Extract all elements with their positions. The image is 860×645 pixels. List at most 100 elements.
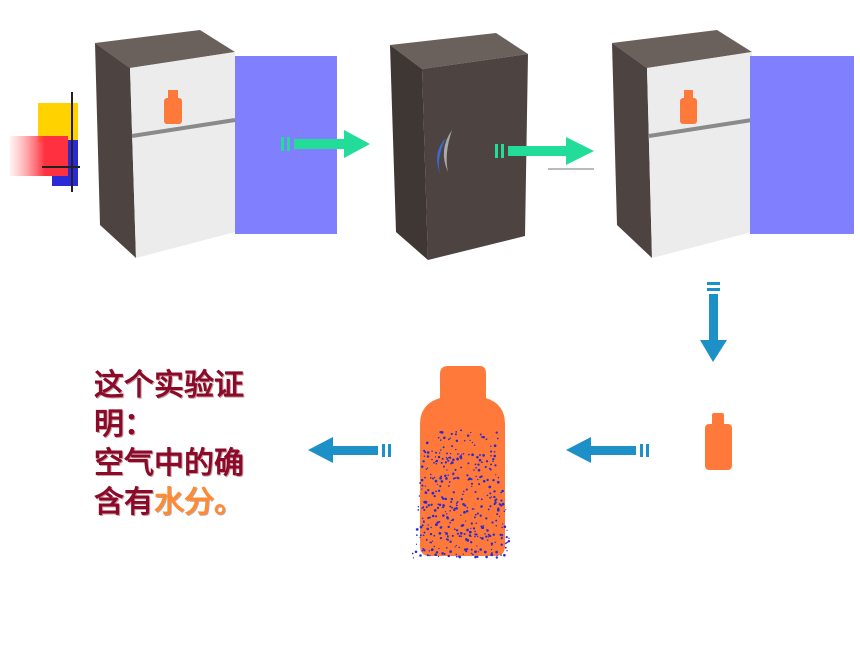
bottle-icon [164, 90, 182, 124]
droplet [448, 481, 451, 483]
droplet [433, 509, 437, 512]
droplet [496, 508, 500, 512]
fridge-open-icon [95, 30, 337, 258]
droplet [457, 555, 459, 557]
droplet [444, 461, 448, 464]
droplet [494, 499, 497, 502]
droplet [436, 506, 440, 509]
droplet [485, 438, 488, 441]
droplet [501, 536, 503, 538]
droplet [490, 450, 493, 453]
droplet [490, 553, 494, 557]
droplet [462, 502, 465, 506]
droplet [505, 536, 508, 539]
droplet [433, 545, 436, 548]
droplet [496, 513, 499, 516]
droplet [468, 477, 472, 481]
droplet [435, 551, 439, 554]
caption-line-4-start: 含有 [94, 485, 154, 520]
droplet [454, 546, 456, 548]
droplet [503, 553, 506, 557]
droplet [430, 503, 433, 506]
droplet [459, 531, 463, 535]
droplet [486, 478, 489, 482]
droplet [417, 506, 420, 508]
droplet [473, 516, 476, 519]
droplet [503, 525, 507, 529]
droplet [442, 504, 445, 507]
droplet [479, 514, 482, 517]
droplet [507, 540, 511, 543]
droplet [455, 529, 459, 532]
droplet [473, 508, 475, 510]
droplet [496, 554, 498, 556]
droplet [490, 552, 493, 555]
droplet [438, 532, 442, 535]
droplet [500, 491, 503, 494]
droplet [475, 475, 477, 478]
droplet [453, 528, 456, 531]
droplet [494, 501, 497, 504]
droplet [437, 455, 441, 459]
droplet [484, 465, 487, 469]
droplet [498, 515, 501, 518]
droplet [474, 463, 477, 466]
droplet [421, 524, 424, 527]
droplet [437, 555, 440, 558]
droplet [506, 550, 508, 552]
droplet [466, 434, 470, 437]
droplet [423, 520, 425, 522]
caption-highlight-water: 水分 [154, 485, 214, 520]
droplet [500, 499, 503, 502]
droplet [486, 494, 489, 497]
droplet [460, 429, 463, 432]
droplet [438, 520, 441, 523]
droplet [455, 431, 458, 433]
droplet [439, 526, 443, 529]
droplet [441, 496, 444, 499]
caption-line-3: 空气中的确 [94, 446, 244, 481]
droplet [470, 552, 473, 555]
droplet [423, 455, 426, 458]
droplet [433, 494, 436, 498]
droplet [490, 496, 493, 498]
droplet [490, 542, 494, 546]
droplet [467, 478, 470, 481]
droplet [431, 514, 435, 518]
droplet [435, 515, 438, 518]
droplet [483, 550, 487, 554]
droplet [463, 532, 466, 536]
droplet [481, 436, 483, 438]
droplet [470, 482, 474, 485]
droplet [430, 526, 432, 529]
droplet [465, 538, 468, 541]
droplet [504, 542, 507, 545]
droplet [490, 463, 493, 466]
droplet [479, 536, 482, 539]
droplet [495, 519, 498, 522]
droplet [471, 478, 473, 481]
droplet [447, 525, 450, 529]
caption-line-2: 明： [94, 407, 154, 442]
droplet [501, 523, 504, 525]
droplet [419, 554, 422, 557]
droplet [491, 521, 494, 524]
droplet [433, 534, 436, 537]
droplet [474, 550, 477, 554]
droplet [493, 454, 497, 458]
droplet [480, 505, 483, 508]
droplet [500, 543, 503, 546]
droplet [442, 506, 445, 509]
droplet [447, 457, 450, 459]
droplet [462, 493, 464, 496]
droplet [442, 446, 445, 449]
droplet [490, 548, 493, 551]
droplet [495, 474, 497, 476]
droplet [438, 547, 440, 550]
droplet [495, 556, 498, 559]
droplet [440, 431, 444, 434]
droplet [439, 536, 443, 540]
droplet [446, 452, 448, 455]
droplet [457, 453, 459, 455]
droplet [463, 439, 466, 442]
